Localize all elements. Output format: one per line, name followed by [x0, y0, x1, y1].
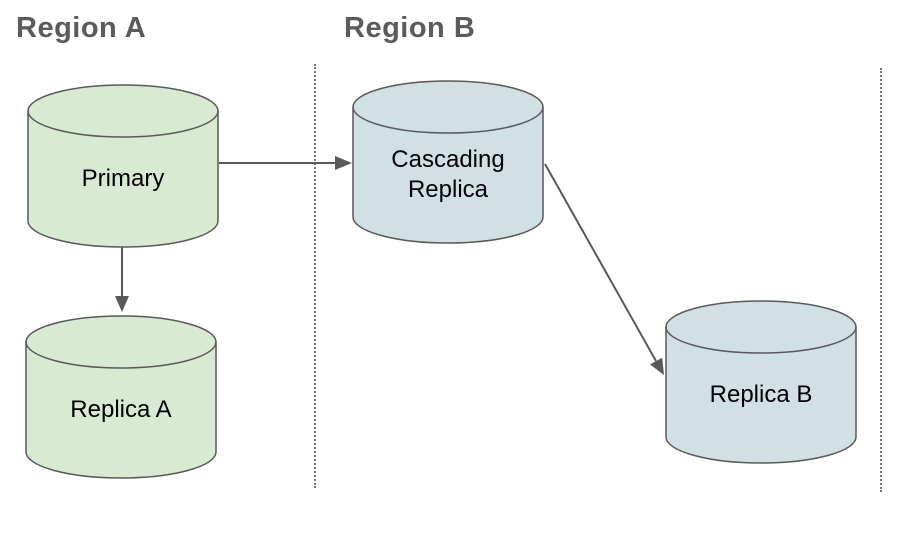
node-primary-label: Primary [81, 165, 165, 192]
node-cascading-replica-database: Cascading Replica [352, 80, 544, 244]
region-divider-line [314, 64, 316, 488]
database-cylinder-icon [352, 80, 544, 244]
database-cylinder-icon [665, 300, 857, 464]
database-cylinder-icon [27, 84, 219, 248]
node-primary-database: Primary [27, 84, 219, 248]
arrow-primary-to-cascading-replica [219, 156, 352, 170]
node-cascading-replica-label: Cascading Replica [391, 146, 505, 203]
database-cylinder-icon [25, 315, 217, 479]
region-b-label: Region B [344, 12, 476, 44]
region-a-label: Region A [16, 12, 147, 44]
arrow-primary-to-replica-a [115, 247, 129, 312]
node-replica-b-label: Replica B [709, 381, 813, 408]
node-replica-a-label: Replica A [70, 396, 172, 423]
region-divider-line [880, 68, 882, 492]
node-replica-b-database: Replica B [665, 300, 857, 464]
arrow-cascading-replica-to-replica-b [544, 163, 664, 375]
node-replica-a-database: Replica A [25, 315, 217, 479]
